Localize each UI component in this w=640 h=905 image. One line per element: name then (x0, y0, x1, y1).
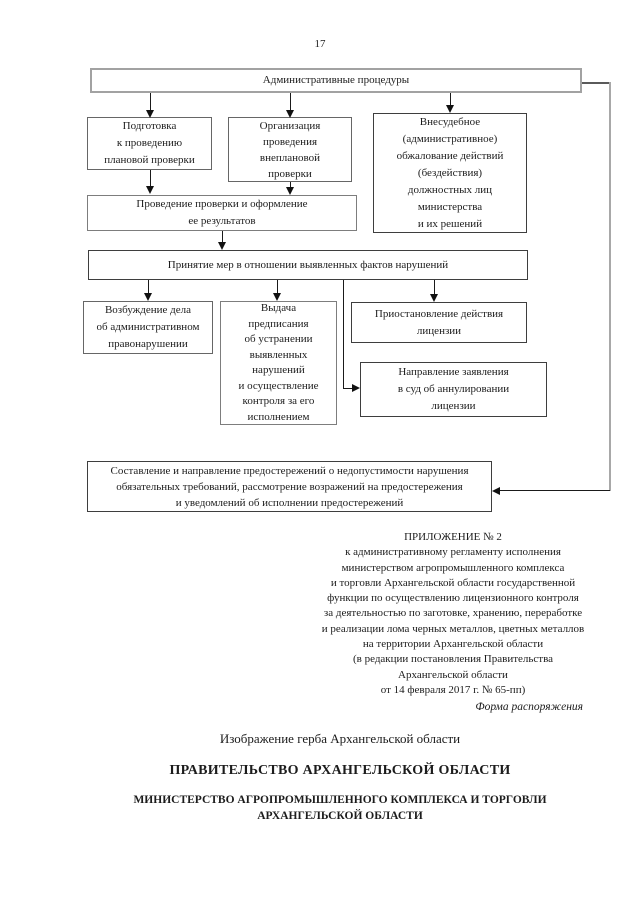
connector-measures-to-court-arrow-icon (352, 384, 360, 392)
connector-measures-to-order-arrow-icon (273, 293, 281, 301)
appendix-heading: ПРИЛОЖЕНИЕ № 2 к административному регла… (321, 531, 585, 696)
flow-box-label: Составление и направление предостережени… (110, 464, 469, 509)
flow-box-label: Внесудебное (административное) обжалован… (396, 115, 504, 230)
form-caption: Форма распоряжения (475, 701, 583, 713)
flow-box-case-initiation: Возбуждение дела об административном пра… (83, 301, 213, 354)
connector-measures-to-court-hline (343, 388, 353, 389)
flow-box-taking-measures: Принятие мер в отношении выявленных факт… (88, 250, 528, 280)
flow-box-label: Организация проведения внеплановой прове… (259, 119, 321, 180)
connector-admin-to-warnings-stub (582, 82, 610, 84)
flow-box-admin-procedures: Административные процедуры (90, 68, 582, 93)
connector-admin-to-warnings-arrow-icon (492, 487, 500, 495)
flow-box-label: Возбуждение дела об административном пра… (96, 304, 200, 350)
connector-admin-to-preparation-line (150, 93, 151, 110)
connector-admin-to-organization-line (290, 93, 291, 110)
connector-inspection-to-measures-line (222, 231, 223, 242)
government-title: ПРАВИТЕЛЬСТВО АРХАНГЕЛЬСКОЙ ОБЛАСТИ (169, 763, 511, 778)
connector-measures-to-order-line (277, 280, 278, 293)
flow-box-court-application: Направление заявления в суд об аннулиров… (360, 362, 547, 417)
flow-box-organization-unplanned: Организация проведения внеплановой прове… (228, 117, 352, 182)
ministry-title: МИНИСТЕРСТВО АГРОПРОМЫШЛЕННОГО КОМПЛЕКСА… (133, 794, 547, 822)
connector-preparation-to-inspection-arrow-icon (146, 186, 154, 194)
flow-box-label: Выдача предписания об устранении выявлен… (238, 302, 319, 423)
flow-box-label: Подготовка к проведению плановой проверк… (104, 120, 195, 166)
flow-box-inspection-execution: Проведение проверки и оформление ее резу… (87, 195, 357, 231)
flow-box-warnings-drafting: Составление и направление предостережени… (87, 461, 492, 512)
flow-box-extrajudicial-appeal: Внесудебное (административное) обжалован… (373, 113, 527, 233)
connector-measures-to-case-line (148, 280, 149, 293)
flow-box-order-issuance: Выдача предписания об устранении выявлен… (220, 301, 337, 425)
connector-preparation-to-inspection-line (150, 170, 151, 186)
connector-admin-to-organization-arrow-icon (286, 110, 294, 118)
flow-box-label: Направление заявления в суд об аннулиров… (397, 366, 510, 412)
flow-box-preparation-planned: Подготовка к проведению плановой проверк… (87, 117, 212, 170)
connector-admin-to-warnings-vline (609, 82, 611, 491)
connector-admin-to-appeal-arrow-icon (446, 105, 454, 113)
connector-admin-to-warnings-hline (499, 490, 610, 491)
page-number: 17 (314, 38, 326, 50)
connector-inspection-to-measures-arrow-icon (218, 242, 226, 250)
flow-box-label: Приостановление действия лицензии (374, 307, 504, 337)
flow-box-license-suspension: Приостановление действия лицензии (351, 302, 527, 343)
connector-measures-to-court-vline (343, 280, 344, 388)
flow-box-label: Административные процедуры (262, 74, 410, 86)
connector-measures-to-case-arrow-icon (144, 293, 152, 301)
connector-admin-to-preparation-arrow-icon (146, 110, 154, 118)
coat-of-arms-caption: Изображение герба Архангельской области (219, 731, 461, 746)
flow-box-label: Проведение проверки и оформление ее резу… (136, 198, 308, 227)
connector-organization-to-inspection-arrow-icon (286, 187, 294, 195)
connector-measures-to-suspension-line (434, 280, 435, 294)
flow-box-label: Принятие мер в отношении выявленных факт… (167, 258, 449, 271)
connector-organization-to-inspection-line (290, 182, 291, 187)
connector-admin-to-appeal-line (450, 93, 451, 105)
connector-measures-to-suspension-arrow-icon (430, 294, 438, 302)
